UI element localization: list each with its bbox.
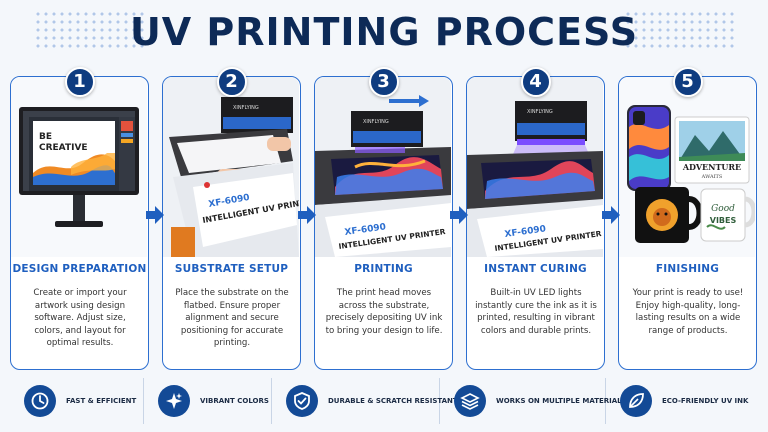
svg-text:XINFLYING: XINFLYING [363, 119, 389, 125]
svg-text:VIBES: VIBES [710, 216, 737, 225]
feature-label: WORKS ON MULTIPLE MATERIALS [496, 397, 627, 405]
printer-curing-illustration: XINFLYING XF-6090 INTELLIGENT UV PRINTER [467, 77, 603, 257]
svg-text:CREATIVE: CREATIVE [39, 143, 88, 153]
svg-text:AWAITS: AWAITS [701, 174, 723, 180]
step-description: Place the substrate on the flatbed. Ensu… [175, 288, 289, 349]
step-card-design-preparation: 1 BE CREATIVE DESIGN [10, 67, 149, 370]
page-title: UV PRINTING PROCESS [129, 10, 639, 54]
leaf-icon [620, 385, 652, 417]
step-card-instant-curing: 4 XINFLYING XF-6090 INTELLIGENT UV PRINT… [466, 67, 605, 370]
shield-check-icon [286, 385, 318, 417]
arrow-right-icon [146, 206, 164, 224]
clock-icon [24, 385, 56, 417]
feature-multiple-materials: WORKS ON MULTIPLE MATERIALS [440, 378, 627, 424]
step-number-badge: 4 [520, 67, 551, 97]
svg-text:XINFLYING: XINFLYING [233, 105, 259, 111]
feature-durable: DURABLE & SCRATCH RESISTANT [272, 378, 458, 424]
feature-label: FAST & EFFICIENT [66, 397, 137, 405]
step-title: FINISHING [655, 263, 720, 275]
arrow-right-icon [602, 206, 620, 224]
step-card-finishing: 5 ADVENTURE AWAITS [618, 67, 757, 370]
step-description: The print head moves across the substrat… [325, 288, 443, 336]
feature-label: ECO-FRIENDLY UV INK [662, 397, 749, 405]
step-card-substrate-setup: 2 XINFLYING XF-6090 INTELLIGENT UV PRINT… [162, 67, 301, 370]
step-number-badge: 1 [64, 67, 95, 97]
feature-label: VIBRANT COLORS [200, 397, 269, 405]
arrow-right-icon [450, 206, 468, 224]
printer-loading-illustration: XINFLYING XF-6090 INTELLIGENT UV PRINTER [163, 77, 299, 257]
step-card-printing: 3 XINFLYING XF-6090 INTELLIGENT UV PRINT… [314, 67, 453, 370]
feature-eco-friendly: ECO-FRIENDLY UV INK [606, 378, 756, 424]
feature-fast-efficient: FAST & EFFICIENT [10, 378, 144, 424]
step-title: INSTANT CURING [484, 263, 587, 275]
features-bar: FAST & EFFICIENT VIBRANT COLORS DURABLE … [10, 378, 758, 424]
mug-text: Good [711, 204, 735, 214]
step-title: SUBSTRATE SETUP [174, 263, 289, 275]
arrow-right-icon [298, 206, 316, 224]
step-description: Create or import your artwork using desi… [33, 288, 127, 349]
decorative-dots-right [624, 10, 734, 50]
step-description: Built-in UV LED lights instantly cure th… [475, 288, 597, 336]
feature-vibrant-colors: VIBRANT COLORS [144, 378, 272, 424]
step-title: DESIGN PREPARATION [12, 263, 147, 275]
feature-label: DURABLE & SCRATCH RESISTANT [328, 397, 458, 405]
step-description: Your print is ready to use! Enjoy high-q… [632, 288, 744, 336]
finished-products-illustration: ADVENTURE AWAITS Good VIBES [619, 77, 755, 257]
product-text: ADVENTURE [682, 162, 741, 172]
step-number-badge: 3 [368, 67, 399, 97]
printer-printing-illustration: XINFLYING XF-6090 INTELLIGENT UV PRINTER [315, 77, 451, 257]
screen-text: BE [39, 132, 52, 142]
layers-icon [454, 385, 486, 417]
monitor-illustration: BE CREATIVE [11, 77, 147, 257]
sparkle-icon [158, 385, 190, 417]
svg-text:XINFLYING: XINFLYING [527, 109, 553, 115]
decorative-dots-left [34, 10, 144, 50]
step-title: PRINTING [354, 263, 413, 275]
process-steps: 1 BE CREATIVE DESIGN [10, 67, 758, 370]
step-number-badge: 2 [216, 67, 247, 97]
step-number-badge: 5 [672, 67, 703, 97]
